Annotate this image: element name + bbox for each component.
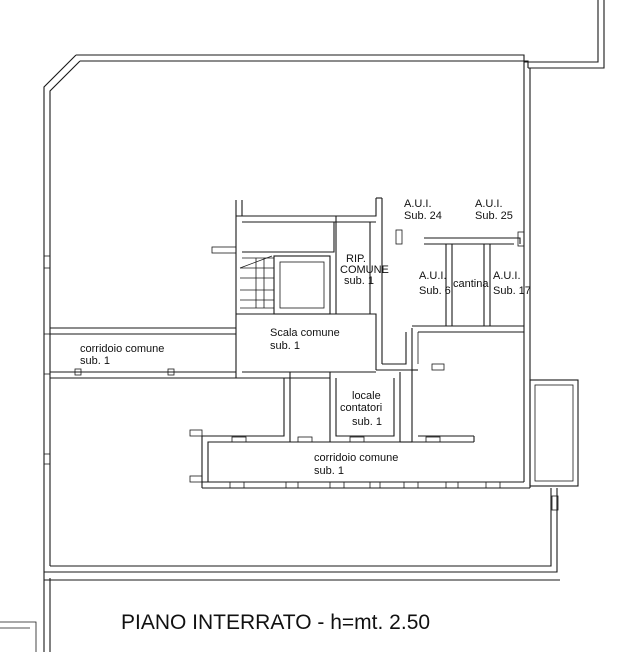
room-label-aui-6-line2: Sub. 6	[419, 285, 451, 297]
room-label-aui-24-line1: A.U.I.	[404, 198, 432, 210]
room-label-aui-6-line1: A.U.I.	[419, 270, 447, 282]
room-label-rip-comune-line2: COMUNE	[340, 264, 389, 276]
room-label-scala-comune-line1: Scala comune	[270, 327, 340, 339]
meter-room-walls	[329, 369, 475, 443]
room-label-rip-comune-line1: RIP.	[346, 253, 366, 265]
room-label-cantina: cantina	[453, 278, 489, 290]
left-corridor-walls	[43, 327, 236, 379]
room-label-scala-comune-line2: sub. 1	[270, 340, 300, 352]
room-label-locale-contatori-line3: sub. 1	[352, 416, 382, 428]
room-label-aui-25-line2: Sub. 25	[475, 210, 513, 222]
room-labels: A.U.I. Sub. 24 A.U.I. Sub. 25 RIP. COMUN…	[80, 198, 531, 477]
stair-block-walls	[211, 197, 413, 379]
storage-cells-walls	[395, 229, 525, 371]
plan-title: PIANO INTERRATO - h=mt. 2.50	[121, 611, 430, 634]
room-label-rip-comune-line3: sub. 1	[344, 275, 374, 287]
room-label-aui-17-line1: A.U.I.	[493, 270, 521, 282]
bottom-corridor-walls	[43, 255, 559, 511]
room-label-aui-24-line2: Sub. 24	[404, 210, 442, 222]
room-label-locale-contatori-line1: locale	[352, 390, 381, 402]
room-label-aui-17-line2: Sub. 17	[493, 285, 531, 297]
room-label-locale-contatori-line2: contatori	[340, 402, 382, 414]
room-label-corridoio-bottom-line2: sub. 1	[314, 465, 344, 477]
room-label-corridoio-left-line2: sub. 1	[80, 355, 110, 367]
room-label-corridoio-left-line1: corridoio comune	[80, 343, 164, 355]
room-label-aui-25-line1: A.U.I.	[475, 198, 503, 210]
room-label-corridoio-bottom-line1: corridoio comune	[314, 452, 398, 464]
